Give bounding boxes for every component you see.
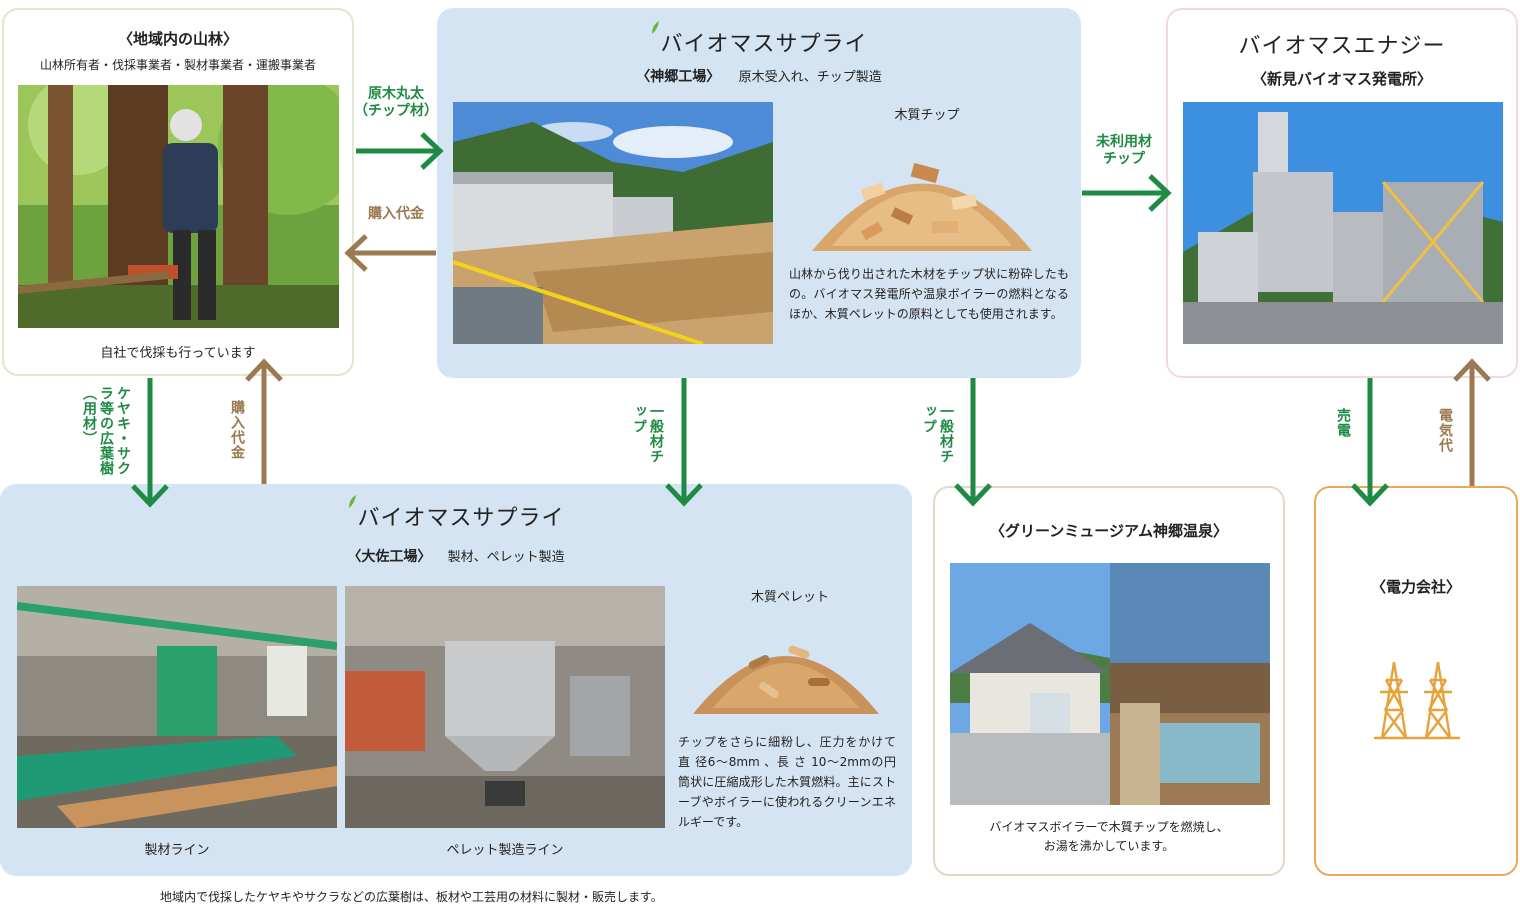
label-purchase-left: 購入代金 [229,400,245,460]
chip-title: 木質チップ [894,108,960,123]
energy-plant: 〈新見バイオマス発電所〉 [1251,70,1432,88]
shingo-factory-photo [453,102,773,344]
wood-pellet-photo [688,608,884,718]
forest-caption: 自社で伐採も行っています [100,346,256,361]
leaf-icon [349,495,357,508]
arrow-hardwood [131,378,169,508]
forest-box: 〈地域内の山林〉 山林所有者・伐採事業者・製材事業者・運搬事業者 自社で伐採も行… [2,8,354,376]
supply-top-brand-text: バイオマスサプライ [660,32,868,57]
label-electricity-fee: 電気代 [1437,408,1453,453]
arrow-electricity-fee [1453,358,1491,486]
label-unused-chips: 未利用材 チップ [1074,134,1174,168]
label-logs: 原木丸太 （チップ材） [346,86,446,120]
label-logs-line2: （チップ材） [354,103,438,119]
onsen-desc-line1: バイオマスボイラーで木質チップを燃焼し、 [989,820,1229,834]
arrow-purchase-left [245,358,283,484]
sawmill-photo [17,586,337,828]
label-logs-line1: 原木丸太 [368,86,424,102]
supply-bottom-brand: バイオマスサプライ [0,495,912,532]
supply-bottom-factory-line: 〈大佐工場〉 製材、ペレット製造 [0,546,912,566]
pellet-line-photo [345,586,665,828]
sawmill-caption: 製材ライン [144,843,210,858]
supply-top-role: 原木受入れ、チップ製造 [738,70,882,85]
label-purchase-top: 購入代金 [368,206,424,222]
leaf-icon [652,21,660,34]
arrow-purchase-top [344,234,436,272]
onsen-desc-line2: お湯を沸かしています。 [1043,839,1175,853]
label-sale: 売電 [1335,408,1351,438]
label-general-chip-2: 一般材チップ [921,404,954,464]
label-unused-line2: チップ [1103,151,1145,167]
footnote: 地域内で伐採したケヤキやサクラなどの広葉樹は、板材や工芸用の材料に製材・販売しま… [160,890,663,904]
supply-top-factory-line: 〈神郷工場〉 原木受入れ、チップ製造 [437,66,1081,86]
wood-chip-photo [802,126,1042,256]
arrow-general-chip-2 [954,378,992,507]
supply-bottom-factory: 〈大佐工場〉 [347,549,432,565]
pellet-line-caption: ペレット製造ライン [446,843,564,858]
onsen-photo [950,563,1270,805]
chip-description: 山林から伐り出された木材をチップ状に粉砕したもの。バイオマス発電所や温泉ボイラー… [789,267,1069,321]
supply-top-brand: バイオマスサプライ [437,21,1081,58]
arrow-sale [1351,378,1389,507]
supply-bottom-role: 製材、ペレット製造 [447,550,565,565]
arrow-general-chip-1 [665,378,703,507]
arrow-unused-chips [1082,174,1172,212]
supply-top-box: バイオマスサプライ 〈神郷工場〉 原木受入れ、チップ製造 木質チップ [437,8,1081,378]
power-company-box: 〈電力会社〉 [1314,486,1518,876]
power-plant-photo [1183,102,1503,344]
power-company-title: 〈電力会社〉 [1370,578,1461,596]
power-tower-icon [1374,661,1460,740]
onsen-title: 〈グリーンミュージアム神郷温泉〉 [990,522,1228,540]
energy-box: バイオマスエナジー 〈新見バイオマス発電所〉 [1166,8,1518,378]
energy-brand: バイオマスエナジー [1238,34,1446,59]
pellet-description: チップをさらに細粉し、圧力をかけて 直 径6〜8mm 、長 さ 10〜2mmの円… [678,735,896,829]
label-unused-line1: 未利用材 [1096,134,1152,150]
onsen-box: 〈グリーンミュージアム神郷温泉〉 バイオマスボイラーで木質チップを燃焼し、 お湯… [933,486,1285,876]
pellet-title: 木質ペレット [750,590,829,605]
forest-photo [18,85,339,328]
supply-top-factory: 〈神郷工場〉 [636,69,721,85]
forest-subtitle: 山林所有者・伐採事業者・製材事業者・運搬事業者 [39,58,316,72]
label-hardwood: ケヤキ・サクラ等の広葉樹（用材） [81,386,131,476]
supply-bottom-box: バイオマスサプライ 〈大佐工場〉 製材、ペレット製造 製材ライン [0,484,912,876]
label-general-chip-1: 一般材チップ [631,404,664,464]
arrow-logs [356,132,444,170]
forest-title: 〈地域内の山林〉 [117,30,238,48]
supply-bottom-brand-text: バイオマスサプライ [357,506,565,531]
